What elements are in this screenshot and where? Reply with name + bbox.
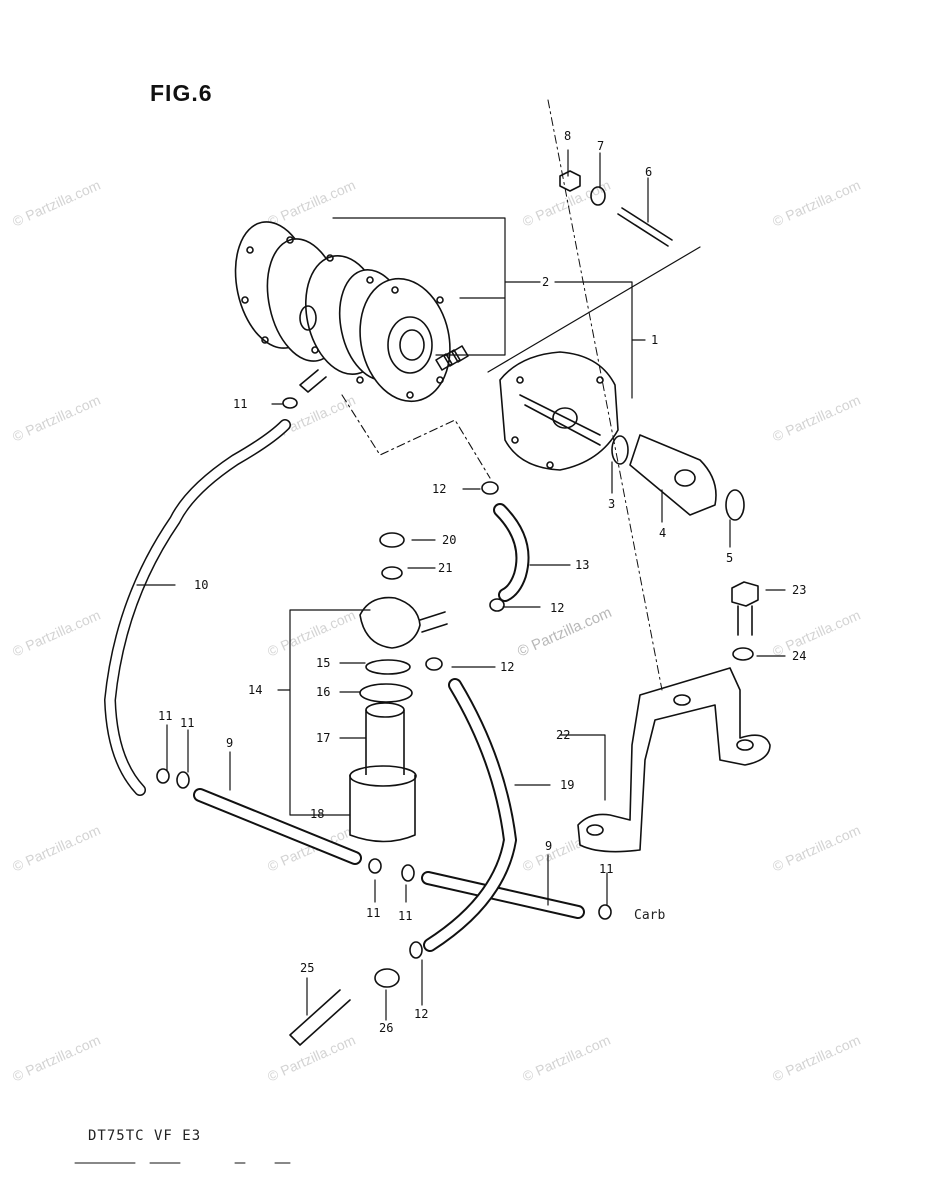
callout-11-c: 11 — [366, 906, 380, 920]
callout-9-right: 9 — [545, 839, 552, 853]
callout-15: 15 — [316, 656, 330, 670]
stud-6 — [617, 207, 673, 247]
callout-7: 7 — [597, 139, 604, 153]
callout-9-left: 9 — [226, 736, 233, 750]
o-ring-5 — [725, 489, 745, 521]
callout-21: 21 — [438, 561, 452, 575]
callout-8: 8 — [564, 129, 571, 143]
callout-1: 1 — [651, 333, 658, 347]
pump-cover — [499, 351, 619, 471]
callout-16: 16 — [316, 685, 330, 699]
bracket-22 — [577, 667, 771, 853]
washer-7 — [590, 186, 606, 206]
carb-label: Carb — [634, 908, 666, 923]
callout-22: 22 — [556, 728, 570, 742]
fuel-pump-stack — [234, 221, 469, 403]
fitting-25 — [289, 989, 351, 1046]
callout-12-d: 12 — [414, 1007, 428, 1021]
callout-11-e: 11 — [599, 862, 613, 876]
callout-20: 20 — [442, 533, 456, 547]
callout-5: 5 — [726, 551, 733, 565]
callout-4: 4 — [659, 526, 666, 540]
callout-2: 2 — [542, 275, 549, 289]
callout-10: 10 — [194, 578, 208, 592]
nut-8 — [559, 170, 581, 192]
o-ring-3 — [611, 435, 629, 465]
callout-11-top: 11 — [233, 397, 247, 411]
callout-17: 17 — [316, 731, 330, 745]
bracket-4 — [629, 434, 717, 516]
callout-13: 13 — [575, 558, 589, 572]
callout-6: 6 — [645, 165, 652, 179]
callout-14: 14 — [248, 683, 262, 697]
callout-26: 26 — [379, 1021, 393, 1035]
figure-title: FIG.6 — [150, 80, 213, 106]
callout-18: 18 — [310, 807, 324, 821]
callout-23: 23 — [792, 583, 806, 597]
callout-11-b: 11 — [180, 716, 194, 730]
callout-3: 3 — [608, 497, 615, 511]
callout-11-d: 11 — [398, 909, 412, 923]
callout-19: 19 — [560, 778, 574, 792]
callout-25: 25 — [300, 961, 314, 975]
fuel-filter — [349, 532, 448, 843]
callout-12-b: 12 — [550, 601, 564, 615]
callout-24: 24 — [792, 649, 806, 663]
callout-11-a: 11 — [158, 709, 172, 723]
callout-12-c: 12 — [500, 660, 514, 674]
callout-12-a: 12 — [432, 482, 446, 496]
collar-26 — [374, 968, 400, 988]
model-code: DT75TC VF E3 — [88, 1128, 202, 1144]
